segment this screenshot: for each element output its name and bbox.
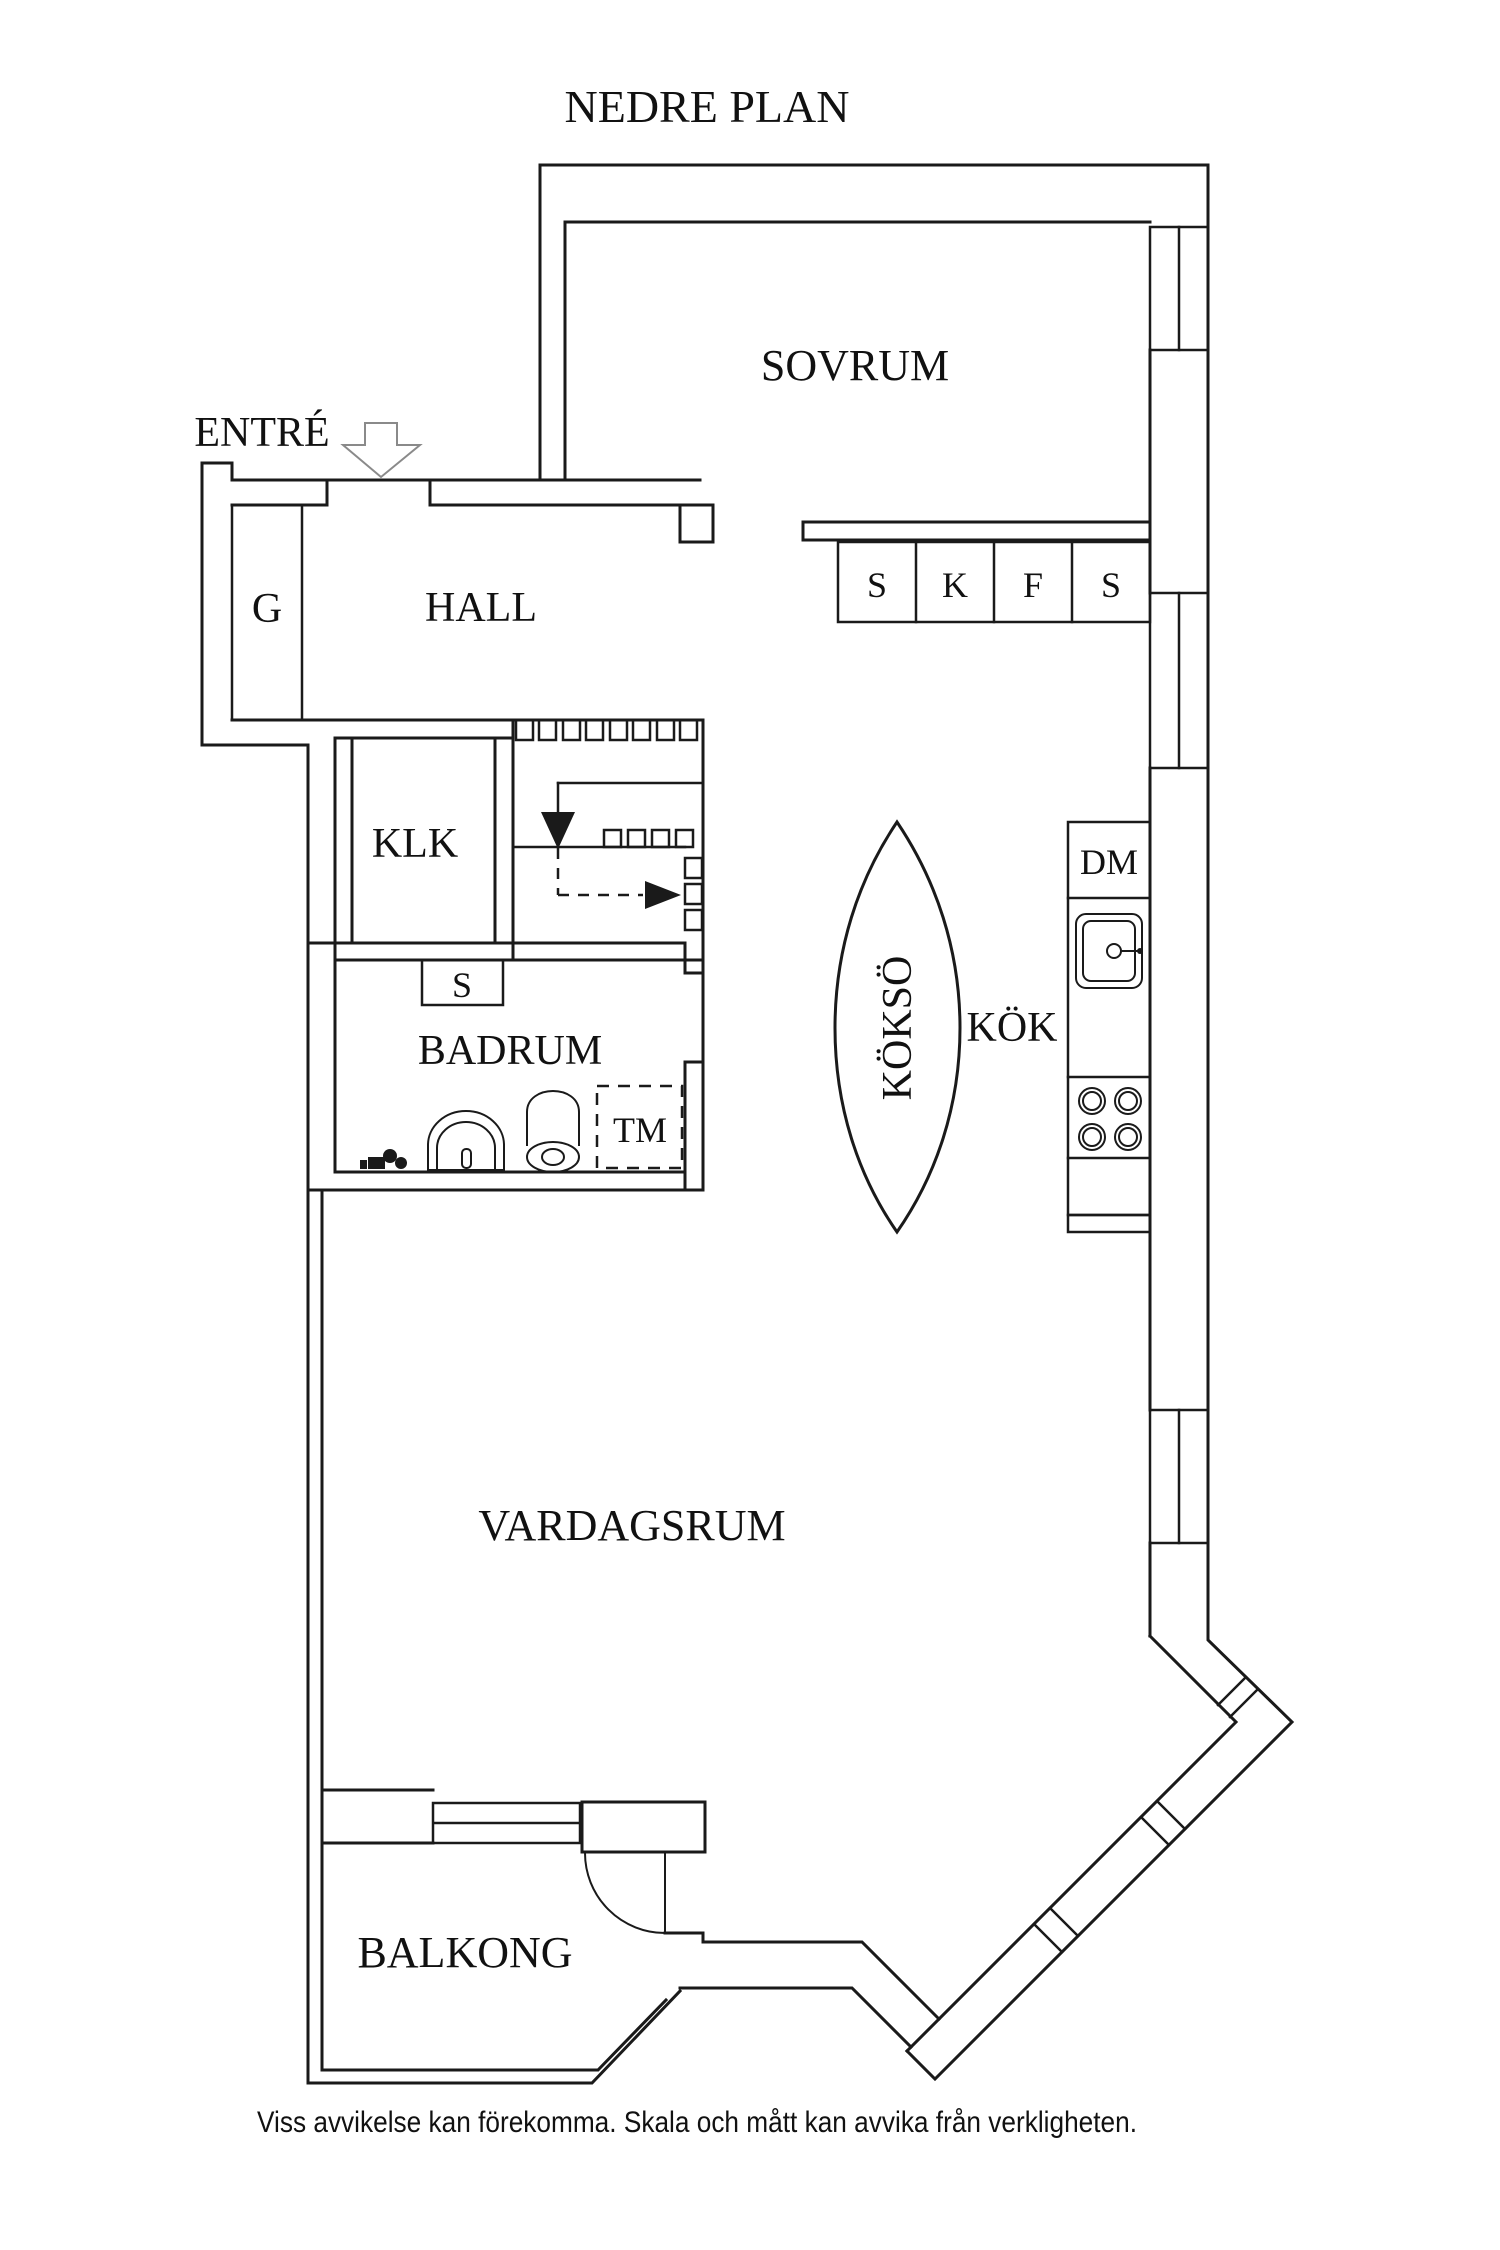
wardrobe-label-4: S bbox=[1101, 565, 1121, 605]
walls bbox=[200, 163, 1295, 2085]
washing-machine-box bbox=[595, 1084, 684, 1170]
vardagsrum-left-wall bbox=[320, 1188, 669, 2072]
hall-closet-g bbox=[230, 503, 304, 722]
room-label-sovrum: SOVRUM bbox=[761, 341, 949, 390]
closet-label-g: G bbox=[252, 586, 282, 632]
sovrum-window bbox=[1148, 225, 1210, 352]
staircase bbox=[511, 718, 705, 932]
stair-right-arrow-icon bbox=[645, 881, 681, 909]
badrum-right-wall bbox=[683, 1060, 705, 1192]
stove-icon bbox=[1078, 1087, 1142, 1151]
counter-dividers bbox=[1066, 896, 1152, 1160]
island-label-kokso: KÖKSÖ bbox=[875, 956, 921, 1101]
wardrobe-label-2: K bbox=[942, 565, 968, 605]
entry-wall bbox=[230, 478, 702, 507]
windows bbox=[431, 225, 1260, 1954]
room-label-badrum: BADRUM bbox=[418, 1028, 602, 1074]
balcony-door bbox=[584, 1852, 666, 1934]
appliance-label-dm: DM bbox=[1080, 842, 1138, 882]
stair-steps-mid bbox=[602, 828, 695, 849]
stair-steps-right bbox=[683, 856, 704, 932]
balcony-window bbox=[431, 1801, 582, 1845]
closet-label-s: S bbox=[452, 965, 472, 1005]
inner-diagonal-wall bbox=[904, 1633, 1239, 2054]
room-label-balkong: BALKONG bbox=[357, 1928, 572, 1977]
outer-wall-left bbox=[200, 461, 683, 2085]
stair-direction-path bbox=[556, 848, 643, 897]
kok-window bbox=[1148, 591, 1210, 770]
wardrobe-row bbox=[836, 540, 1152, 624]
balcony-door-wall bbox=[580, 1800, 707, 1854]
stair-down-arrow-icon bbox=[541, 812, 575, 849]
bathroom-tap-icon bbox=[360, 1149, 407, 1169]
toilet-icon bbox=[526, 1090, 580, 1173]
sink-icon bbox=[1075, 913, 1143, 989]
badrum-bottom-wall bbox=[306, 1170, 705, 1192]
kitchen-island bbox=[833, 819, 962, 1235]
counter-end-notch bbox=[1066, 1213, 1152, 1234]
stair-landing-lines bbox=[511, 781, 705, 849]
appliance-label-tm: TM bbox=[613, 1110, 667, 1150]
sovrum-bottom-wall bbox=[801, 520, 1152, 542]
diagonal-window-dividers bbox=[1032, 1675, 1260, 1954]
lower-right-wall-band bbox=[663, 1931, 942, 2050]
bathroom-fixtures bbox=[360, 1090, 580, 1173]
wardrobe-label-1: S bbox=[867, 565, 887, 605]
room-label-kok: KÖK bbox=[967, 1005, 1058, 1051]
room-label-entre: ENTRÉ bbox=[194, 409, 329, 456]
badrum-closet-s bbox=[420, 958, 505, 1007]
outer-wall-top-right bbox=[538, 163, 1295, 2082]
vardagsrum-bottom-left-wall bbox=[320, 1788, 435, 1845]
kitchen-fixtures bbox=[833, 819, 1152, 1235]
door-swing-arc bbox=[584, 1852, 666, 1934]
sovrum-inner-wall bbox=[563, 220, 1152, 482]
klk-walls bbox=[230, 718, 515, 1174]
stair-steps-top bbox=[514, 718, 699, 742]
bathroom-sink-icon bbox=[427, 1110, 505, 1171]
room-label-hall: HALL bbox=[425, 585, 537, 631]
stair-walls bbox=[511, 718, 705, 1192]
room-label-vardagsrum: VARDAGSRUM bbox=[478, 1501, 785, 1550]
room-label-klk: KLK bbox=[372, 821, 458, 867]
wardrobe-label-3: F bbox=[1023, 565, 1043, 605]
wall-column bbox=[678, 503, 715, 544]
page-title: NEDRE PLAN bbox=[565, 81, 850, 132]
badrum-top-wall bbox=[306, 941, 705, 962]
disclaimer-text: Viss avvikelse kan förekomma. Skala och … bbox=[257, 2106, 1137, 2139]
entrance-arrow-icon bbox=[340, 422, 423, 479]
vardagsrum-window bbox=[1148, 1408, 1210, 1545]
